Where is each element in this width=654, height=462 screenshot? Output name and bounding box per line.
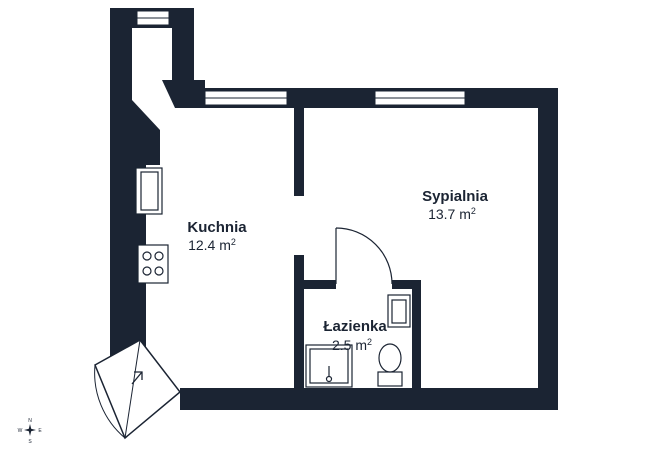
bottom-wall <box>180 388 558 410</box>
toilet-icon <box>377 343 403 387</box>
compass-s: S <box>28 439 32 445</box>
partition-lower <box>294 255 304 390</box>
windows <box>136 10 466 106</box>
bathroom-door <box>335 227 393 285</box>
room-area-sypialnia: 13.7 m2 <box>428 206 476 222</box>
chimney-right-wall <box>172 8 194 90</box>
entrance-arrow-icon <box>131 371 143 385</box>
bathroom-top-wall-left <box>294 280 336 289</box>
washbasin-icon <box>387 294 411 328</box>
compass-e: E <box>38 428 42 434</box>
room-name-lazienka: Łazienka <box>323 318 387 335</box>
room-name-kuchnia: Kuchnia <box>187 219 247 236</box>
right-wall <box>538 88 558 410</box>
compass-n: N <box>28 418 32 424</box>
sink-icon <box>135 167 163 215</box>
compass-w: W <box>18 428 23 434</box>
shower-icon <box>305 344 353 388</box>
bathroom-top-wall-right <box>392 280 420 289</box>
room-area-kuchnia: 12.4 m2 <box>188 237 236 253</box>
chimney-left-wall <box>110 8 132 128</box>
partition-upper <box>294 108 304 196</box>
compass-icon: N S E W <box>18 418 43 445</box>
room-name-sypialnia: Sypialnia <box>422 188 489 205</box>
bathroom-right-wall <box>412 280 421 390</box>
room-area-lazienka: 2.5 m2 <box>332 337 372 353</box>
stove-icon <box>137 244 169 284</box>
entrance-door <box>94 339 182 440</box>
